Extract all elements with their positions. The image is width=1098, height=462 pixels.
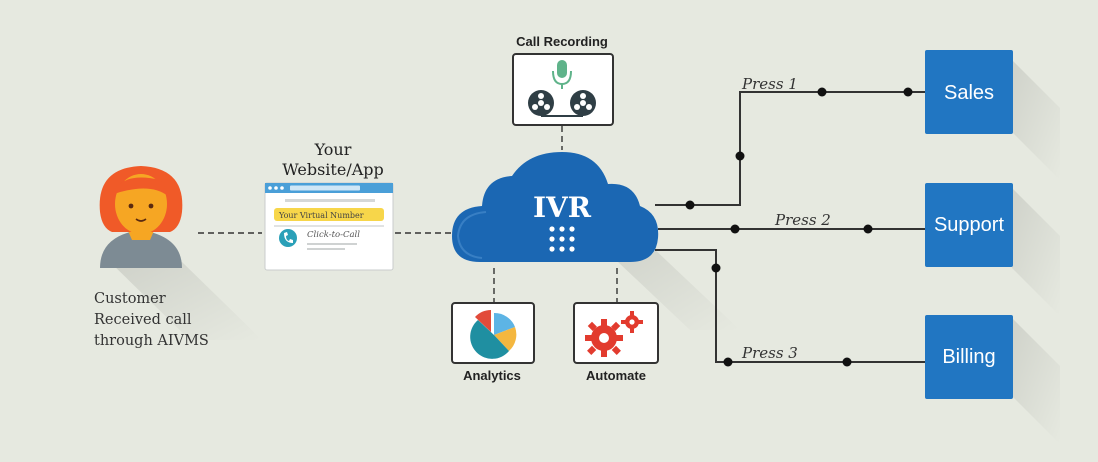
virtual-number-label: Your Virtual Number bbox=[278, 211, 364, 220]
placeholder-line bbox=[307, 243, 357, 245]
tape-recorder-icon bbox=[512, 53, 614, 126]
press3-label: Press 3 bbox=[741, 344, 798, 362]
website-title-line1: Your bbox=[314, 140, 352, 159]
press1-label: Press 1 bbox=[741, 75, 798, 93]
press2-label: Press 2 bbox=[774, 211, 831, 229]
support-shadow bbox=[1012, 188, 1060, 316]
route-dots bbox=[685, 87, 913, 367]
support-box bbox=[925, 183, 1013, 267]
customer-caption-line3: through AIVMS bbox=[94, 333, 209, 349]
billing-shadow bbox=[1012, 318, 1060, 444]
gear-hole bbox=[629, 319, 635, 325]
pie-chart-icon bbox=[470, 310, 517, 359]
gear-hole bbox=[599, 333, 609, 343]
person-icon bbox=[99, 166, 183, 268]
route-billing bbox=[655, 249, 925, 363]
billing-label: Billing bbox=[942, 346, 995, 368]
call-recording-label: Call Recording bbox=[516, 34, 608, 49]
analytics-box bbox=[451, 302, 535, 364]
click-to-call-label: Click-to-Call bbox=[307, 230, 360, 240]
automate-label: Automate bbox=[586, 368, 646, 383]
customer-caption-line1: Customer bbox=[94, 291, 166, 307]
sales-box bbox=[925, 50, 1013, 134]
cloud-shadow bbox=[600, 245, 740, 330]
ivr-label: IVR bbox=[533, 191, 592, 224]
placeholder-line bbox=[307, 248, 345, 250]
sales-shadow bbox=[1012, 60, 1060, 180]
customer-caption-line2: Received call bbox=[94, 312, 192, 328]
customer-shadow bbox=[110, 262, 262, 340]
support-label: Support bbox=[934, 214, 1004, 236]
routing-lines bbox=[655, 91, 925, 363]
billing-box bbox=[925, 315, 1013, 399]
dashed-connectors bbox=[198, 126, 618, 302]
customer-caption: Customer Received call through AIVMS bbox=[94, 291, 209, 349]
route-sales bbox=[655, 91, 925, 206]
website-title-line2: Website/App bbox=[282, 160, 384, 179]
ivr-cloud bbox=[452, 152, 659, 262]
browser-window-icon: Your Virtual Number bbox=[264, 182, 394, 271]
microphone-icon bbox=[552, 60, 572, 89]
phone-icon bbox=[279, 229, 297, 247]
keypad-icon bbox=[549, 226, 575, 252]
analytics-label: Analytics bbox=[463, 368, 521, 383]
sales-label: Sales bbox=[944, 82, 994, 104]
